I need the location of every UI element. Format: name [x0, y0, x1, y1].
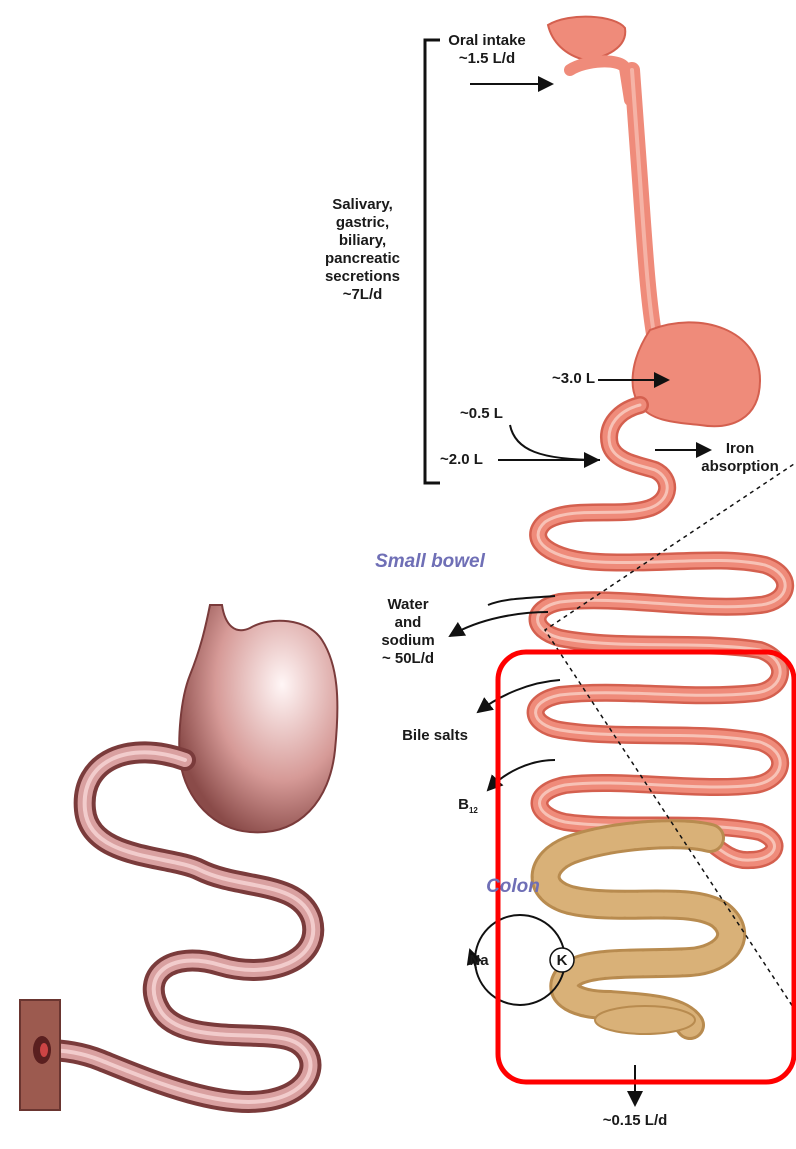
- oral-intake-text: Oral intake: [412, 32, 562, 50]
- upper-gi-tract: [548, 17, 760, 427]
- b12-label: B12: [448, 796, 488, 820]
- secretions-label: Salivary, gastric, biliary, pancreatic s…: [300, 196, 425, 304]
- biliary-arrow: [510, 425, 600, 460]
- pancreatic-label: ~2.0 L: [440, 451, 510, 469]
- iron-line-2: absorption: [690, 458, 790, 476]
- iron-absorption-label: Iron absorption: [690, 440, 790, 476]
- secretions-line-4: pancreatic: [300, 250, 425, 268]
- oral-intake-label: Oral intake ~1.5 L/d: [412, 32, 562, 68]
- inset-stomach-image: [20, 605, 337, 1110]
- biliary-label: ~0.5 L: [460, 405, 530, 423]
- bile-salts-label: Bile salts: [380, 727, 490, 745]
- secretions-line-1: Salivary,: [300, 196, 425, 214]
- secretions-line-5: secretions: [300, 268, 425, 286]
- rectum: [595, 1006, 695, 1034]
- secretions-line-3: biliary,: [300, 232, 425, 250]
- colon-label: Colon: [458, 878, 568, 896]
- secretions-line-6: ~7L/d: [300, 286, 425, 304]
- inset-stomach: [179, 605, 337, 832]
- water-sodium-line-1: Water: [358, 596, 458, 614]
- secretions-bracket: [425, 40, 440, 483]
- k-label: K: [552, 952, 572, 970]
- water-sodium-line-2: and: [358, 614, 458, 632]
- b12-subscript: 12: [469, 806, 478, 815]
- iron-line-1: Iron: [690, 440, 790, 458]
- small-bowel-label: Small bowel: [350, 553, 510, 571]
- water-sodium-line-3: sodium: [358, 632, 458, 650]
- stool-output-label: ~0.15 L/d: [585, 1112, 685, 1130]
- water-sodium-line-4: ~ 50L/d: [358, 650, 458, 668]
- oral-intake-volume: ~1.5 L/d: [412, 50, 562, 68]
- secretions-line-2: gastric,: [300, 214, 425, 232]
- colon: [546, 834, 732, 1034]
- stomach: [633, 322, 760, 426]
- b12-text: B: [458, 796, 469, 813]
- water-sodium-label: Water and sodium ~ 50L/d: [358, 596, 458, 668]
- na-label: Na: [464, 952, 494, 970]
- gastric-label: ~3.0 L: [520, 370, 595, 388]
